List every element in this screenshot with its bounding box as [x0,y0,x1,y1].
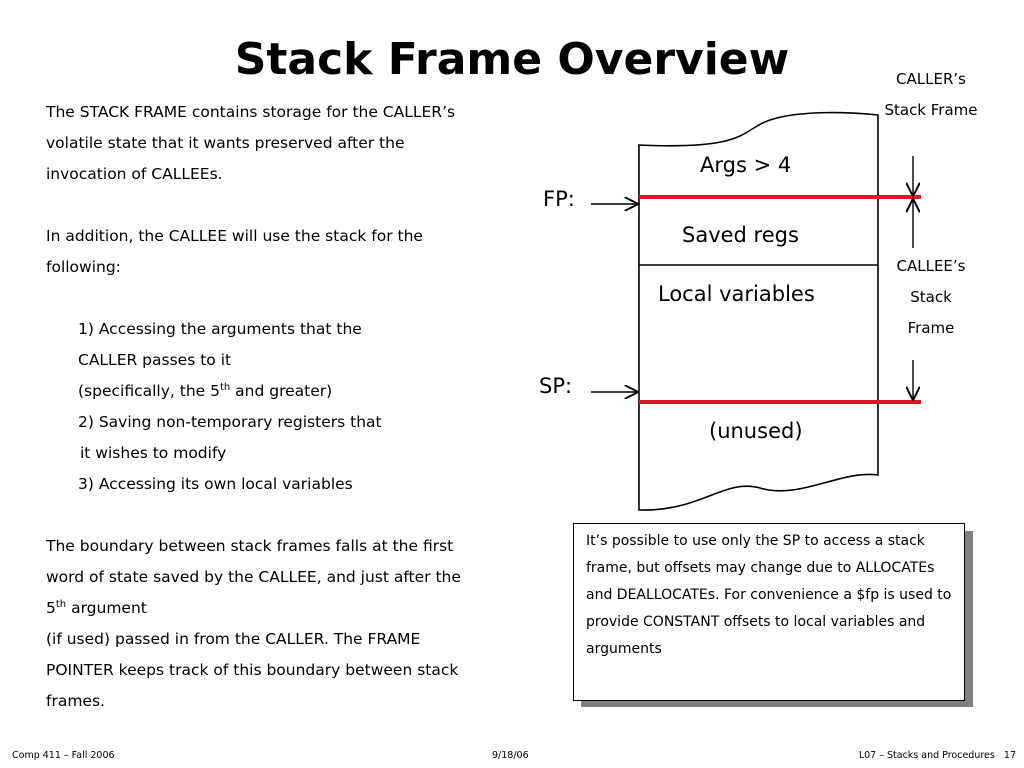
list-item-3: 3) Accessing its own local variables [78,475,353,493]
text-line: invocation of CALLEEs. [46,165,223,183]
stack-outline [638,111,879,511]
list-item-1-cont: (specifically, the 5th and greater) [78,381,333,400]
args-label: Args > 4 [700,153,792,177]
callee-frame-label: CALLEE’s Stack Frame [896,257,966,337]
sp-label: SP: [539,374,573,398]
text-line: (if used) passed in from the CALLER. The… [46,630,421,648]
text-line: The STACK FRAME contains storage for the… [46,103,456,121]
page-title: Stack Frame Overview [234,34,790,85]
caller-frame-label: CALLER’s Stack Frame [884,70,978,119]
text-line: POINTER keeps track of this boundary bet… [46,661,459,679]
text-line: following: [46,258,121,276]
text-line: 5th argument [46,598,147,617]
unused-label: (unused) [709,419,803,443]
text-line: frames. [46,692,105,710]
text-line: In addition, the CALLEE will use the sta… [46,227,423,245]
note-box: It’s possible to use only the SP to acce… [573,523,965,701]
list-item-1-cont: CALLER passes to it [78,351,232,369]
list-item-2: 2) Saving non-temporary registers that [78,413,382,431]
fp-label: FP: [543,187,575,211]
text-line: word of state saved by the CALLEE, and j… [46,568,461,586]
list-item-1: 1) Accessing the arguments that the [78,320,362,338]
saved-regs-label: Saved regs [682,223,799,247]
text-line: volatile state that it wants preserved a… [46,134,405,152]
local-variables-label: Local variables [658,282,815,306]
text-line: The boundary between stack frames falls … [46,537,454,555]
footer-course: Comp 411 – Fall 2006 [12,750,115,761]
footer-date: 9/18/06 [492,750,529,761]
footer-slide-info: L07 – Stacks and Procedures 17 [858,750,1016,761]
list-item-2-cont: it wishes to modify [80,444,227,462]
body-text: The STACK FRAME contains storage for the… [46,97,516,717]
